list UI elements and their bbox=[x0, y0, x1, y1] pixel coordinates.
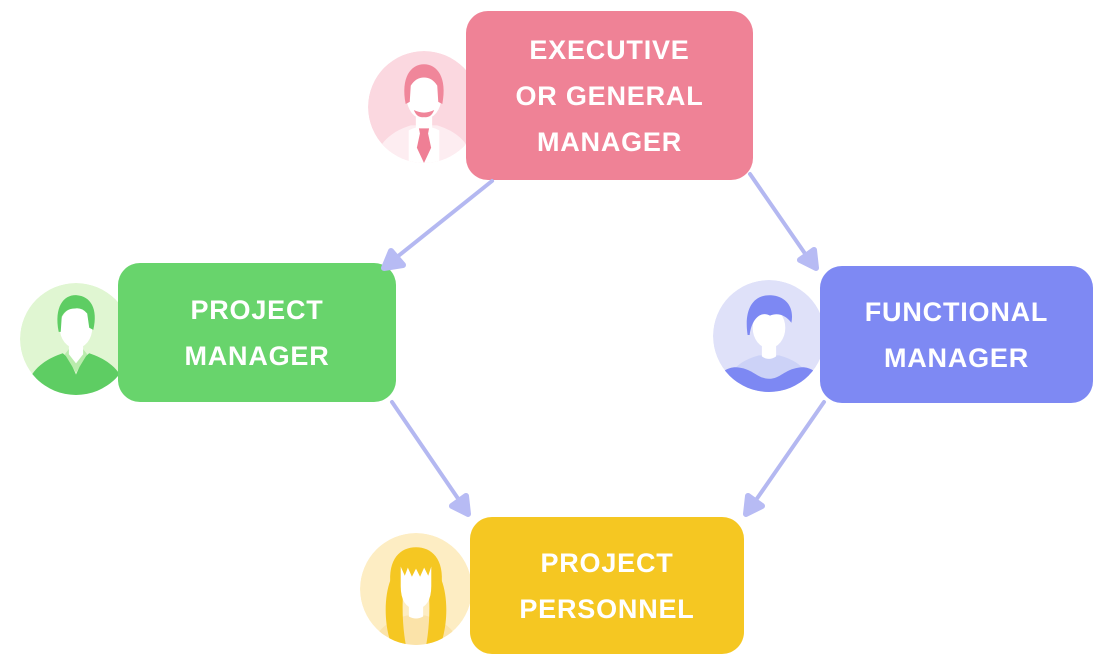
arrowhead-icon bbox=[797, 247, 819, 271]
arrow-executive-to-functional-manager bbox=[748, 172, 819, 271]
project-personnel-avatar-icon bbox=[360, 533, 472, 645]
node-label-functional-manager: FUNCTIONAL MANAGER bbox=[820, 266, 1093, 403]
arrow-executive-to-project-manager bbox=[381, 179, 494, 271]
label-line: OR GENERAL bbox=[515, 80, 704, 111]
project-manager-avatar-icon bbox=[20, 283, 132, 395]
node-project-personnel: PROJECT PERSONNEL bbox=[470, 517, 744, 654]
arrowhead-icon bbox=[449, 493, 471, 517]
arrow-functional-manager-to-project-personnel bbox=[743, 400, 826, 517]
label-line: MANAGER bbox=[536, 126, 683, 157]
arrow-project-manager-to-project-personnel bbox=[390, 400, 471, 517]
label-line: PERSONNEL bbox=[519, 593, 695, 624]
node-label-project-personnel: PROJECT PERSONNEL bbox=[470, 517, 744, 654]
node-label-executive: EXECUTIVE OR GENERAL MANAGER bbox=[466, 11, 753, 180]
functional-manager-avatar-icon bbox=[713, 280, 825, 392]
label-line: PROJECT bbox=[190, 294, 324, 325]
label-line: MANAGER bbox=[184, 340, 330, 371]
node-label-project-manager: PROJECT MANAGER bbox=[118, 263, 396, 402]
label-line: MANAGER bbox=[883, 342, 1030, 373]
label-line: EXECUTIVE bbox=[529, 34, 690, 65]
label-line: PROJECT bbox=[540, 547, 674, 578]
executive-avatar-icon bbox=[368, 51, 480, 163]
node-executive-or-general-manager: EXECUTIVE OR GENERAL MANAGER bbox=[466, 11, 753, 180]
node-project-manager: PROJECT MANAGER bbox=[118, 263, 396, 402]
node-functional-manager: FUNCTIONAL MANAGER bbox=[820, 266, 1093, 403]
label-line: FUNCTIONAL bbox=[864, 296, 1049, 327]
arrowhead-icon bbox=[743, 493, 765, 517]
